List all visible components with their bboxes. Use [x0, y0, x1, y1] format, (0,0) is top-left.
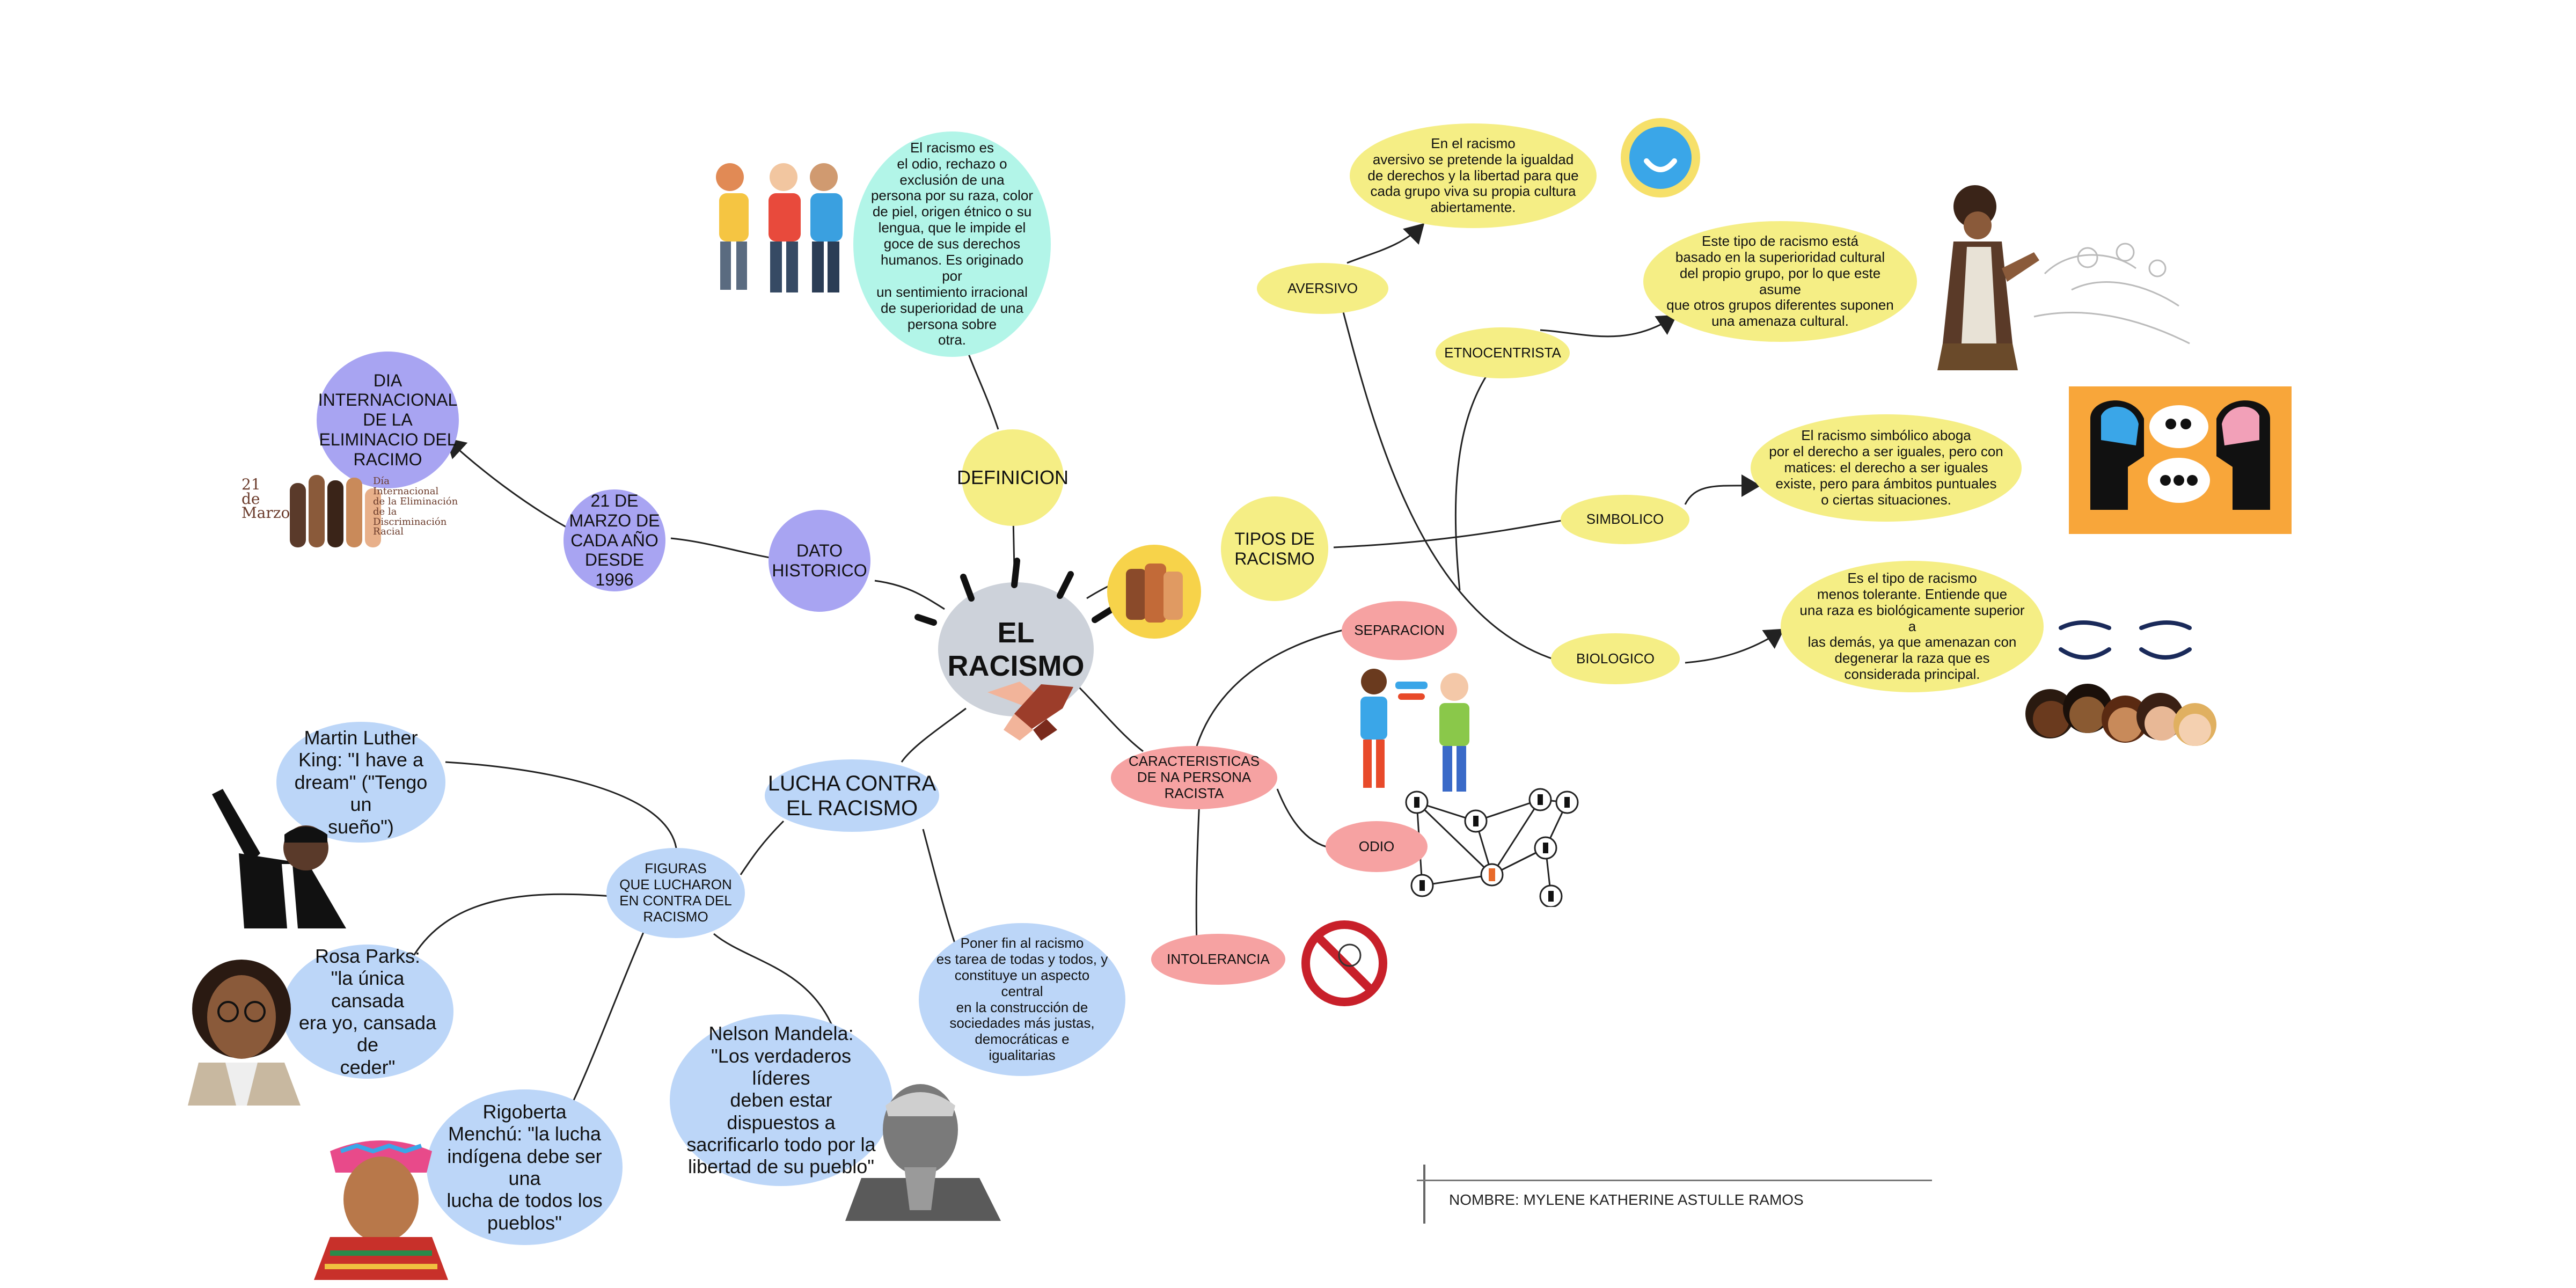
node-lucha-contra-racismo[interactable]: LUCHA CONTRA EL RACISMO	[765, 759, 939, 832]
line-simbolico-text	[1684, 474, 1761, 505]
line-tipos-simbolico	[1333, 519, 1562, 548]
hate-network-icon	[1405, 788, 1579, 907]
handshake-icon	[987, 682, 1073, 741]
rigoberta-menchu-portrait	[314, 1140, 448, 1280]
line-center-lucha	[901, 707, 967, 763]
line-date-day	[445, 437, 569, 530]
line-aversivo-text	[1346, 223, 1425, 264]
node-definicion[interactable]: DEFINICION	[957, 429, 1069, 526]
node-separacion[interactable]: SEPARACION	[1342, 601, 1457, 660]
simbolico-text-bubble[interactable]: El racismo simbólico aboga por el derech…	[1751, 414, 2022, 522]
node-odio[interactable]: ODIO	[1326, 821, 1428, 872]
line-lucha-figuras	[740, 820, 785, 875]
node-aversivo[interactable]: AVERSIVO	[1257, 263, 1388, 314]
line-center-caract	[1078, 686, 1144, 752]
closed-eyes-icon	[2059, 620, 2192, 660]
end-racism-text-bubble[interactable]: Poner fin al racismo es tarea de todas y…	[919, 923, 1125, 1076]
name-divider-bar	[1423, 1165, 1425, 1224]
rosa-parks-portrait	[188, 960, 301, 1106]
badge-caption-text: Día Internacional de la Eliminación de l…	[373, 475, 458, 538]
speaker-illustration	[1937, 185, 2190, 370]
mlk-quote-bubble[interactable]: Martin Luther King: "I have a dream" ("T…	[276, 722, 445, 843]
badge-date-text: 21 de Marzo	[241, 475, 290, 522]
line-etno-trunk	[1454, 375, 1488, 591]
parks-quote-bubble[interactable]: Rosa Parks: "la única cansada era yo, ca…	[282, 945, 453, 1079]
line-figuras-menchu	[562, 931, 645, 1122]
line-caract-odio	[1276, 788, 1331, 849]
node-dato-historico[interactable]: DATO HISTORICO	[769, 510, 870, 612]
node-figuras[interactable]: FIGURAS QUE LUCHARON EN CONTRA DEL RACIS…	[606, 848, 745, 938]
raised-fists-icon	[1107, 545, 1201, 639]
line-caract-separacion	[1196, 627, 1353, 747]
separation-people-icon	[1360, 669, 1469, 792]
etnocentrista-text-bubble[interactable]: Este tipo de racismo está basado en la s…	[1643, 221, 1917, 342]
line-center-historico	[874, 580, 945, 610]
mlk-portrait	[212, 789, 346, 928]
node-date-21-marzo[interactable]: 21 DE MARZO DE CADA AÑO DESDE 1996	[564, 489, 665, 591]
node-simbolico[interactable]: SIMBOLICO	[1561, 495, 1689, 544]
line-etno-text	[1540, 314, 1677, 338]
line-caract-intolerancia	[1195, 799, 1201, 945]
two-heads-dialogue-icon	[2069, 386, 2292, 534]
diverse-children-icon	[2025, 684, 2216, 746]
node-dia-internacional[interactable]: DIA INTERNACIONAL DE LA ELIMINACIO DEL R…	[317, 352, 459, 488]
hands-icon	[290, 475, 381, 547]
line-aversivo-biologico	[1341, 305, 1557, 661]
line-figuras-mandela	[713, 933, 833, 1026]
smile-icon	[1621, 118, 1700, 197]
line-historico-date	[670, 537, 773, 559]
people-group-icon	[716, 163, 843, 292]
line-figuras-mlk	[445, 761, 677, 848]
name-underline	[1417, 1180, 1932, 1181]
no-intolerance-icon	[1301, 920, 1387, 1006]
node-biologico[interactable]: BIOLOGICO	[1551, 633, 1680, 684]
line-definicion-text	[968, 354, 999, 430]
node-caracteristicas[interactable]: CARACTERISTICAS DE NA PERSONA RACISTA	[1111, 746, 1277, 809]
menchu-quote-bubble[interactable]: Rigoberta Menchú: "la lucha indígena deb…	[427, 1089, 623, 1245]
node-tipos-de-racismo[interactable]: TIPOS DE RACISMO	[1221, 496, 1328, 601]
emphasis-rays-icon	[914, 558, 1119, 626]
line-figuras-parks	[407, 893, 612, 967]
line-biologico-text	[1685, 628, 1784, 664]
nelson-mandela-portrait	[845, 1084, 1001, 1221]
line-lucha-end	[922, 829, 956, 945]
mandela-quote-bubble[interactable]: Nelson Mandela: "Los verdaderos líderes …	[670, 1014, 892, 1186]
biologico-text-bubble[interactable]: Es el tipo de racismo menos tolerante. E…	[1781, 561, 2044, 692]
node-etnocentrista[interactable]: ETNOCENTRISTA	[1436, 327, 1570, 378]
march-21-badge: 21 de Marzo Día Internacional de la Elim…	[241, 472, 472, 553]
author-name: NOMBRE: MYLENE KATHERINE ASTULLE RAMOS	[1449, 1191, 1804, 1208]
node-intolerancia[interactable]: INTOLERANCIA	[1151, 934, 1285, 985]
definition-text-bubble[interactable]: El racismo es el odio, rechazo o exclusi…	[853, 131, 1051, 357]
aversivo-text-bubble[interactable]: En el racismo aversivo se pretende la ig…	[1350, 123, 1597, 228]
